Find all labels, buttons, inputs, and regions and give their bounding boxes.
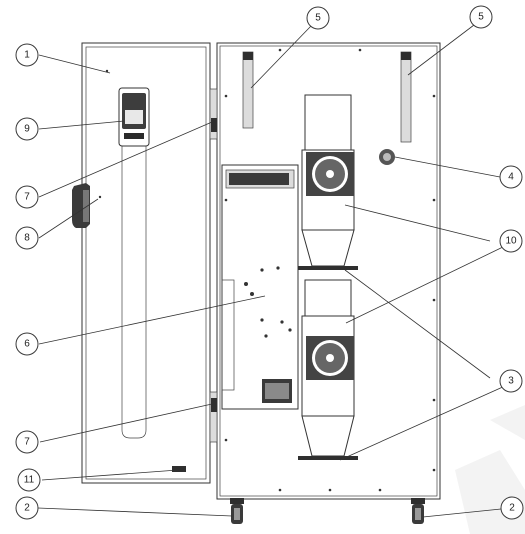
- callout-5-right-label: 5: [478, 12, 484, 23]
- callout-4-label: 4: [508, 172, 514, 183]
- fan-unit-upper: [298, 94, 358, 270]
- callout-5-left-label: 5: [315, 13, 321, 24]
- inner-panel: [221, 164, 299, 410]
- callout-3-label: 3: [508, 376, 514, 387]
- callout-6-label: 6: [24, 339, 30, 350]
- callout-8: 8: [15, 226, 39, 250]
- callout-2-right: 2: [500, 496, 524, 520]
- control-panel: [118, 87, 150, 147]
- callout-11: 10: [499, 229, 523, 253]
- callout-7-upper-label: 7: [24, 192, 30, 203]
- caster-left: [230, 498, 244, 524]
- callout-5-left: 5: [306, 6, 330, 30]
- screws: [224, 48, 436, 492]
- callout-1-label: 1: [24, 50, 30, 61]
- callout-2-left-label: 2: [24, 503, 30, 514]
- callout-9: 9: [15, 117, 39, 141]
- callout-7-upper: 7: [15, 185, 39, 209]
- callout-1: 1: [15, 43, 39, 67]
- caster-right: [411, 498, 425, 524]
- callout-11-label: 10: [505, 236, 517, 247]
- door: [72, 42, 211, 484]
- callout-2-left: 2: [15, 496, 39, 520]
- fan-unit-lower: [298, 279, 358, 460]
- callout-3: 3: [499, 369, 523, 393]
- callout-8-label: 8: [24, 233, 30, 244]
- cabinet: [209, 42, 441, 524]
- callout-10: 11: [17, 468, 41, 492]
- callout-6: 6: [15, 332, 39, 356]
- callout-10-label: 11: [24, 475, 35, 486]
- callout-7-lower: 7: [15, 430, 39, 454]
- callout-4: 4: [499, 165, 523, 189]
- leader-lines: [37, 24, 506, 518]
- callout-5-right: 5: [469, 5, 493, 29]
- callout-2-right-label: 2: [509, 503, 515, 514]
- access-port: [379, 149, 395, 165]
- callout-7-lower-label: 7: [24, 437, 30, 448]
- callout-9-label: 9: [24, 124, 30, 135]
- door-handle: [72, 183, 90, 228]
